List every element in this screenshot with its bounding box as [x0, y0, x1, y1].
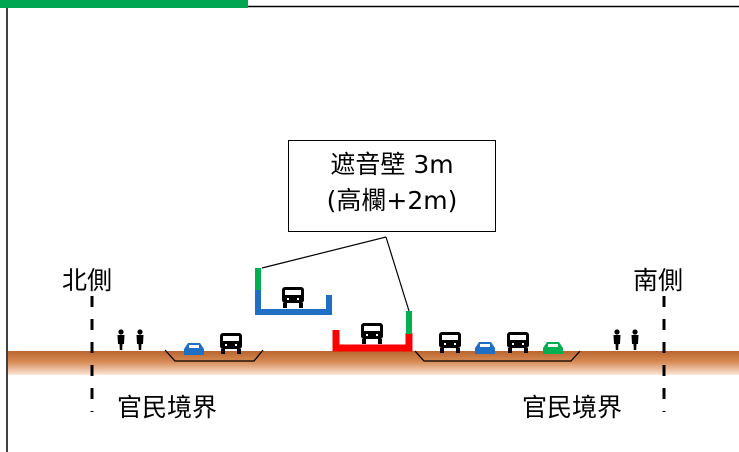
car-icon [475, 342, 495, 354]
south-side-label: 南側 [633, 266, 684, 295]
ground [8, 351, 739, 375]
north-side-label: 北側 [62, 266, 113, 295]
pedestrians-icon [117, 329, 144, 350]
car-icon [184, 343, 204, 355]
callout-leader-1 [261, 236, 387, 269]
callout-leader-2 [385, 236, 410, 312]
truck-icon [282, 287, 304, 308]
road-right [414, 350, 581, 362]
callout-line-1: 遮音壁 3m [330, 150, 454, 179]
truck-icon [220, 333, 242, 354]
truck-icon [439, 332, 461, 353]
header-bar [0, 0, 248, 8]
truck-icon [361, 323, 383, 344]
car-icon [543, 342, 563, 354]
noise-wall-callout: 遮音壁 3m (高欄+2m) [288, 140, 496, 232]
boundary-label-left: 官民境界 [117, 393, 218, 422]
viaduct-upper [255, 289, 332, 315]
callout-line-2: (高欄+2m) [326, 186, 458, 215]
pedestrians-icon [613, 329, 639, 350]
road-left [164, 349, 264, 362]
truck-icon [507, 332, 529, 353]
viaduct-lower [332, 330, 413, 352]
boundary-label-right: 官民境界 [522, 393, 623, 422]
